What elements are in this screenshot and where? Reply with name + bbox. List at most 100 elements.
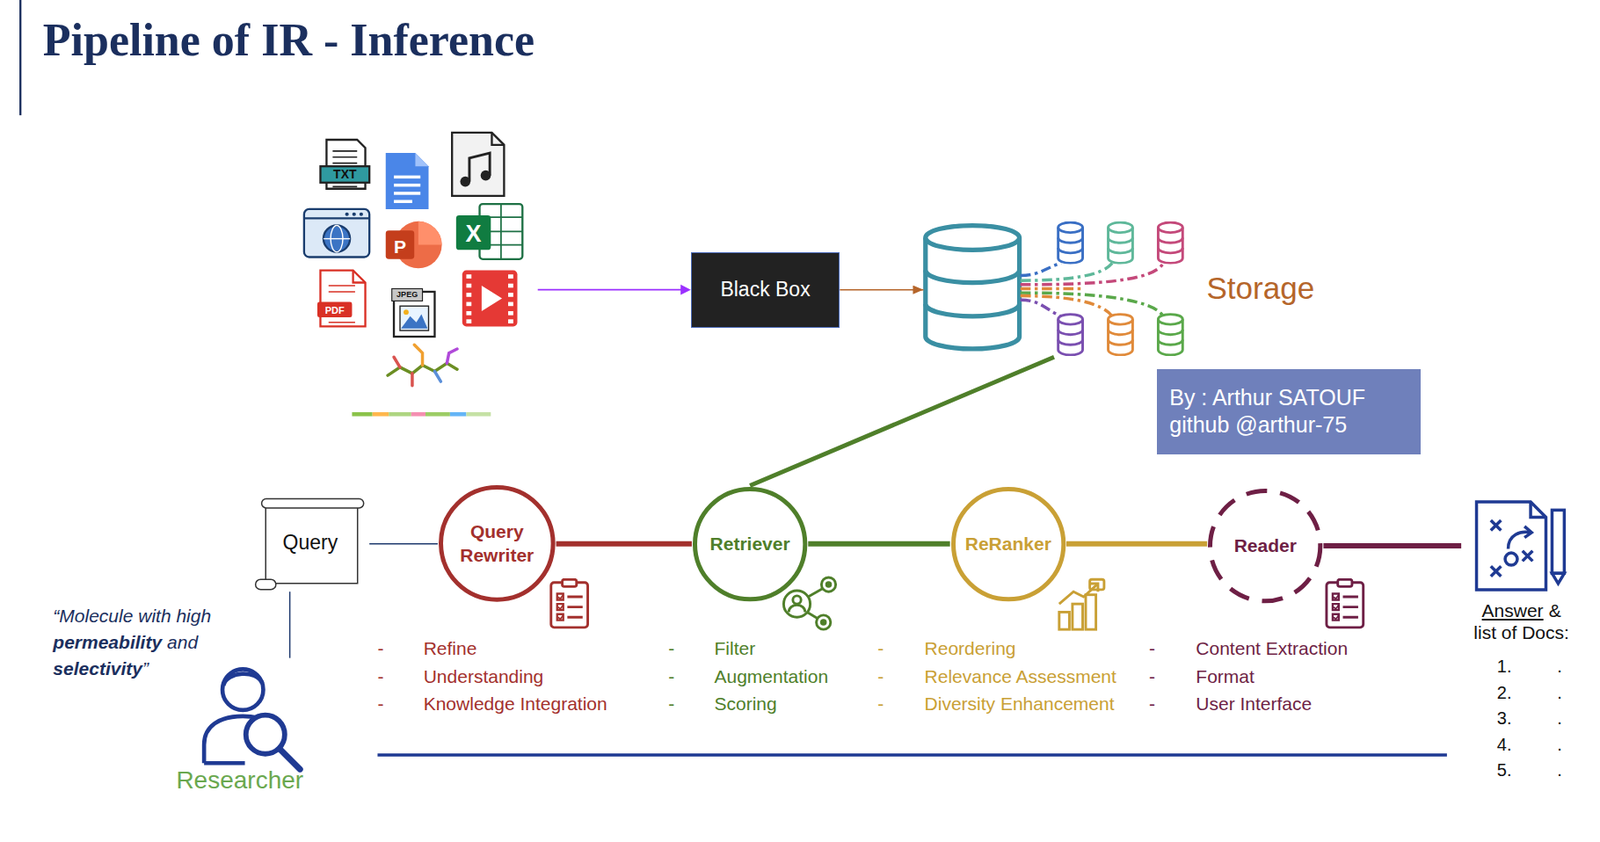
circle-outline	[437, 484, 557, 604]
reranker-circle: ReRanker	[950, 486, 1067, 603]
bullet-dash: -	[877, 638, 884, 660]
query-example: selectivity	[52, 658, 143, 680]
video-file-icon	[465, 302, 472, 307]
ranking-chart-icon	[1059, 579, 1105, 630]
list-dot: .	[1556, 760, 1563, 781]
molecule-icon	[446, 349, 458, 364]
node-label: Black Box	[720, 277, 810, 302]
example-query-quote: “Molecule with highpermeabilityandselect…	[52, 603, 252, 683]
pdf-file-icon	[317, 270, 366, 328]
researcher-icon	[203, 669, 300, 770]
molecule-icon	[393, 356, 400, 368]
audio-file-icon	[451, 132, 504, 197]
pdf-file-icon	[317, 302, 352, 318]
strategy-board-icon	[1551, 573, 1564, 584]
node-label: Query Rewriter	[450, 520, 544, 568]
spreadsheet-file-icon	[456, 203, 523, 260]
video-file-icon	[481, 285, 502, 312]
doc-file-icon	[385, 152, 430, 210]
shard-cylinders	[1157, 313, 1183, 355]
web-page-icon	[304, 217, 370, 219]
input-arrow	[538, 289, 683, 291]
query-example: “Molecule with high	[52, 605, 211, 627]
stage-feature: Understanding	[423, 665, 545, 687]
video-file-icon	[465, 274, 472, 279]
strategy-board-icon	[1490, 520, 1502, 531]
database-icon	[925, 225, 1020, 251]
strategy-board-icon	[1551, 509, 1564, 574]
scroll-outline	[261, 499, 364, 509]
circle-outline	[694, 488, 805, 599]
scroll-outline	[265, 503, 357, 584]
shard-links	[1020, 299, 1062, 317]
slides-file-icon	[385, 230, 415, 259]
shard-links	[1020, 287, 1083, 291]
stage-feature: Reordering	[924, 638, 1017, 660]
connector	[289, 591, 291, 658]
doc-file-icon	[393, 191, 421, 195]
molecule-icon	[387, 344, 458, 386]
shard-links	[1020, 262, 1164, 284]
doc-file-icon	[385, 152, 430, 210]
node-label: Answer	[1482, 599, 1544, 622]
web-page-icon	[323, 238, 350, 240]
list-number: 1.	[1497, 655, 1513, 677]
bullet-dash: -	[377, 638, 384, 660]
web-page-icon	[359, 212, 364, 217]
node-label: Storage	[1207, 270, 1316, 306]
sequence-strip	[372, 412, 390, 417]
video-file-icon	[462, 270, 518, 328]
bullet-dash: -	[668, 665, 675, 687]
list-dot: .	[1556, 682, 1563, 703]
image-file-icon	[400, 313, 428, 328]
network-icon	[783, 577, 836, 630]
researcher-figure: Researcher	[163, 658, 317, 799]
checklist-icon	[551, 579, 589, 628]
shard-cylinders	[1058, 222, 1184, 356]
ranking-chart-icon	[1059, 611, 1070, 630]
video-file-icon	[508, 311, 514, 316]
web-page-icon	[304, 209, 370, 258]
network-icon	[788, 604, 806, 612]
database-icon	[925, 225, 1020, 350]
input-arrow	[680, 284, 691, 296]
audio-file-icon	[459, 176, 471, 188]
query-rewriter-circle: Query Rewriter	[437, 484, 557, 604]
icon-letter: PDF	[325, 305, 345, 315]
list-number: 3.	[1497, 708, 1513, 729]
shard-cylinders	[1058, 222, 1084, 263]
network-icon	[792, 596, 801, 604]
bullet-dash: -	[668, 638, 675, 660]
input-arrow	[538, 284, 691, 296]
network-icon	[807, 611, 818, 619]
video-file-icon	[465, 319, 472, 324]
shard-links	[1020, 292, 1164, 317]
sequence-strip	[388, 412, 412, 417]
ranking-chart-icon	[1085, 595, 1097, 630]
circle-outline	[440, 487, 553, 601]
strategy-board-icon	[1505, 552, 1518, 566]
circle-outline	[1210, 490, 1321, 601]
stage-feature: Filter	[714, 638, 757, 660]
circle-outline	[952, 488, 1063, 599]
list-dot: .	[1556, 734, 1563, 755]
stage-feature: Augmentation	[714, 665, 830, 687]
node-label: ReRanker	[965, 532, 1052, 556]
network-icon	[826, 582, 831, 588]
connector	[369, 543, 438, 546]
video-file-icon	[508, 292, 514, 298]
web-page-icon	[304, 209, 370, 258]
web-page-icon	[352, 212, 357, 217]
connector	[807, 541, 950, 547]
video-file-icon	[465, 283, 472, 289]
sequence-strip	[351, 412, 372, 417]
illustration-layer	[20, 0, 1564, 770]
query-example: and	[167, 632, 198, 654]
spreadsheet-file-icon	[456, 215, 491, 250]
connector	[556, 541, 692, 547]
researcher-icon	[222, 669, 263, 710]
stage-feature: Diversity Enhancement	[924, 693, 1115, 715]
strategy-board-icon	[1490, 566, 1502, 577]
video-file-icon	[462, 270, 518, 328]
image-file-icon	[392, 288, 423, 301]
